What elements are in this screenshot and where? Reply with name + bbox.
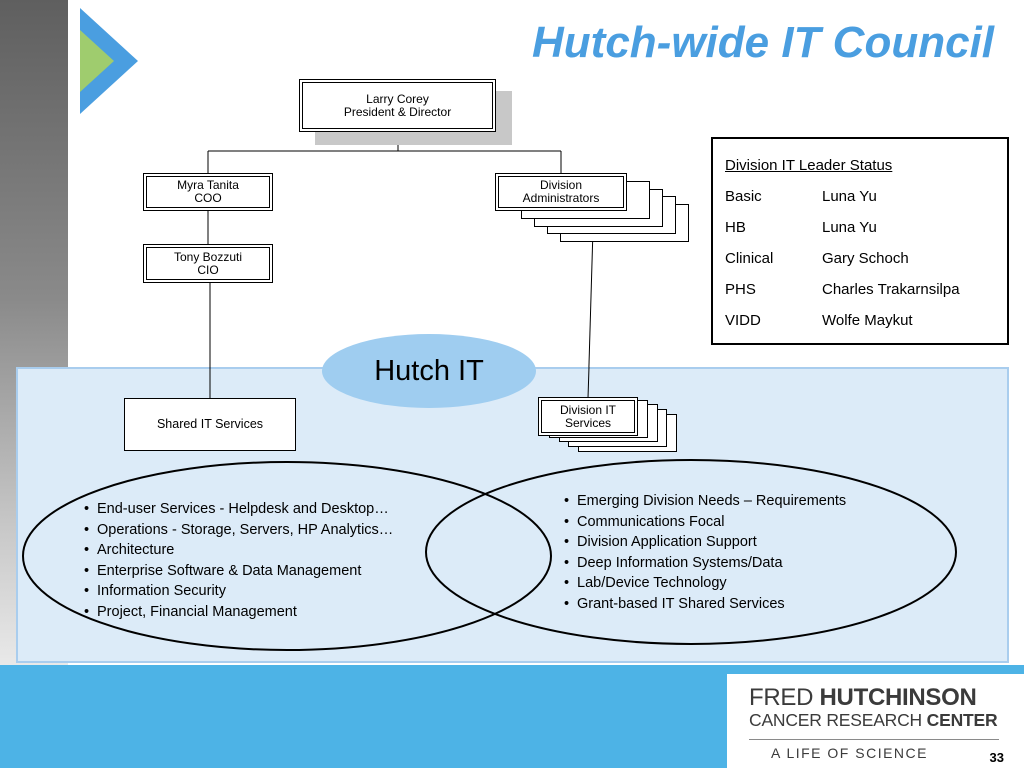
status-row: Basic Luna Yu bbox=[725, 188, 877, 205]
fred-hutchinson-logo: FRED HUTCHINSON CANCER RESEARCH CENTER A… bbox=[749, 686, 1001, 761]
division-it-services-label: Division IT Services bbox=[559, 402, 616, 430]
logo-line-2-bold: CENTER bbox=[926, 710, 998, 730]
logo-line-1-light: FRED bbox=[749, 684, 820, 711]
logo-card: FRED HUTCHINSON CANCER RESEARCH CENTER A… bbox=[727, 674, 1024, 768]
shared-services-list: End-user Services - Helpdesk and Desktop… bbox=[84, 499, 393, 622]
status-leader: Gary Schoch bbox=[822, 250, 909, 267]
president-box: Larry Corey President & Director bbox=[299, 79, 496, 132]
status-division: Basic bbox=[725, 188, 762, 205]
status-row: VIDD Wolfe Maykut bbox=[725, 312, 913, 329]
logo-line-2: CANCER RESEARCH CENTER bbox=[749, 710, 1001, 730]
status-division: PHS bbox=[725, 281, 756, 298]
status-division: VIDD bbox=[725, 312, 761, 329]
status-row: PHS Charles Trakarnsilpa bbox=[725, 281, 960, 298]
coo-label: Myra Tanita COO bbox=[177, 178, 239, 205]
status-heading: Division IT Leader Status bbox=[725, 157, 893, 174]
list-item: Architecture bbox=[84, 540, 393, 561]
status-leader: Luna Yu bbox=[822, 219, 877, 236]
status-leader: Wolfe Maykut bbox=[822, 312, 913, 329]
chevron-arrow-icon bbox=[80, 8, 138, 114]
cio-label: Tony Bozzuti CIO bbox=[173, 249, 243, 277]
shared-it-services-label: Shared IT Services bbox=[156, 417, 264, 431]
logo-line-1: FRED HUTCHINSON bbox=[749, 686, 1001, 710]
hutch-it-bubble: Hutch IT bbox=[322, 334, 536, 408]
logo-line-2-light: CANCER RESEARCH bbox=[749, 710, 927, 730]
division-admins-label: Division Administrators bbox=[522, 178, 600, 205]
list-item: Grant-based IT Shared Services bbox=[564, 594, 846, 615]
list-item: Lab/Device Technology bbox=[564, 573, 846, 594]
list-item: Emerging Division Needs – Requirements bbox=[564, 491, 846, 512]
list-item: Information Security bbox=[84, 581, 393, 602]
status-division: Clinical bbox=[725, 250, 774, 267]
slide-title: Hutch-wide IT Council bbox=[532, 18, 994, 67]
logo-tagline: A LIFE OF SCIENCE bbox=[771, 745, 928, 761]
list-item: End-user Services - Helpdesk and Desktop… bbox=[84, 499, 393, 520]
list-item: Deep Information Systems/Data bbox=[564, 553, 846, 574]
list-item: Division Application Support bbox=[564, 532, 846, 553]
list-item: Project, Financial Management bbox=[84, 602, 393, 623]
shared-it-services-box: Shared IT Services bbox=[124, 398, 296, 451]
list-item: Communications Focal bbox=[564, 512, 846, 533]
division-it-services-box: Division IT Services bbox=[538, 397, 638, 436]
division-admins-box: Division Administrators bbox=[495, 173, 627, 211]
status-row: HB Luna Yu bbox=[725, 219, 877, 236]
status-leader: Luna Yu bbox=[822, 188, 877, 205]
status-row: Clinical Gary Schoch bbox=[725, 250, 909, 267]
status-division: HB bbox=[725, 219, 746, 236]
division-services-list: Emerging Division Needs – Requirements C… bbox=[564, 491, 846, 614]
cio-box: Tony Bozzuti CIO bbox=[143, 244, 273, 283]
status-leader: Charles Trakarnsilpa bbox=[822, 281, 960, 298]
list-item: Operations - Storage, Servers, HP Analyt… bbox=[84, 520, 393, 541]
page-number: 33 bbox=[989, 750, 1004, 765]
logo-line-1-bold: HUTCHINSON bbox=[819, 684, 977, 711]
coo-box: Myra Tanita COO bbox=[143, 173, 273, 211]
logo-divider bbox=[749, 739, 999, 740]
hutch-it-label: Hutch IT bbox=[374, 354, 484, 387]
president-label: Larry Corey President & Director bbox=[343, 91, 452, 119]
list-item: Enterprise Software & Data Management bbox=[84, 561, 393, 582]
